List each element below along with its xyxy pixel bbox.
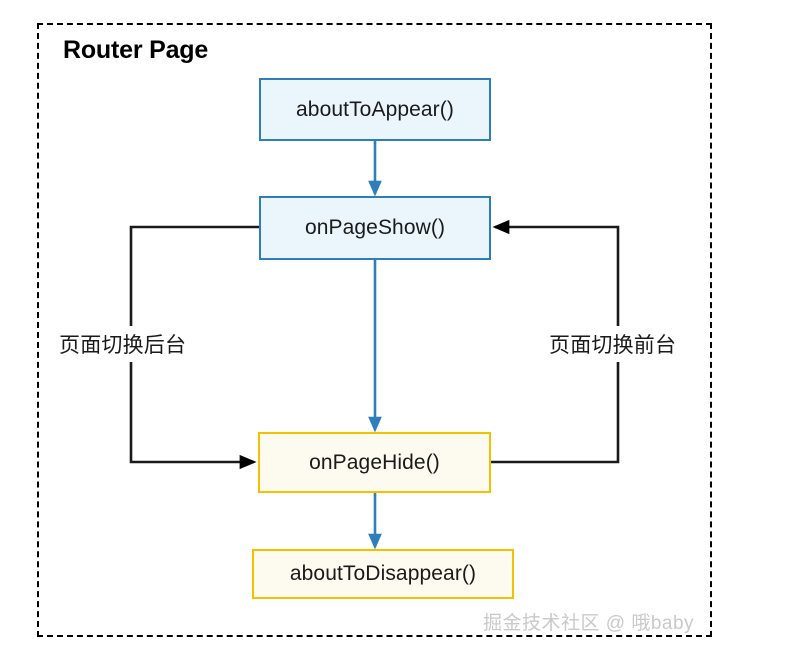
node-on-page-show[interactable]: onPageShow()	[259, 196, 491, 260]
router-page-container	[37, 23, 712, 637]
edge-label-foreground-switch: 页面切换前台	[545, 326, 681, 362]
node-on-page-hide[interactable]: onPageHide()	[258, 432, 491, 493]
node-about-to-appear[interactable]: aboutToAppear()	[259, 78, 491, 141]
watermark: 掘金技术社区 @ 哦baby	[483, 613, 695, 634]
node-about-to-disappear[interactable]: aboutToDisappear()	[252, 549, 514, 599]
edge-label-background-switch: 页面切换后台	[55, 326, 191, 362]
page-title: Router Page	[63, 36, 209, 64]
